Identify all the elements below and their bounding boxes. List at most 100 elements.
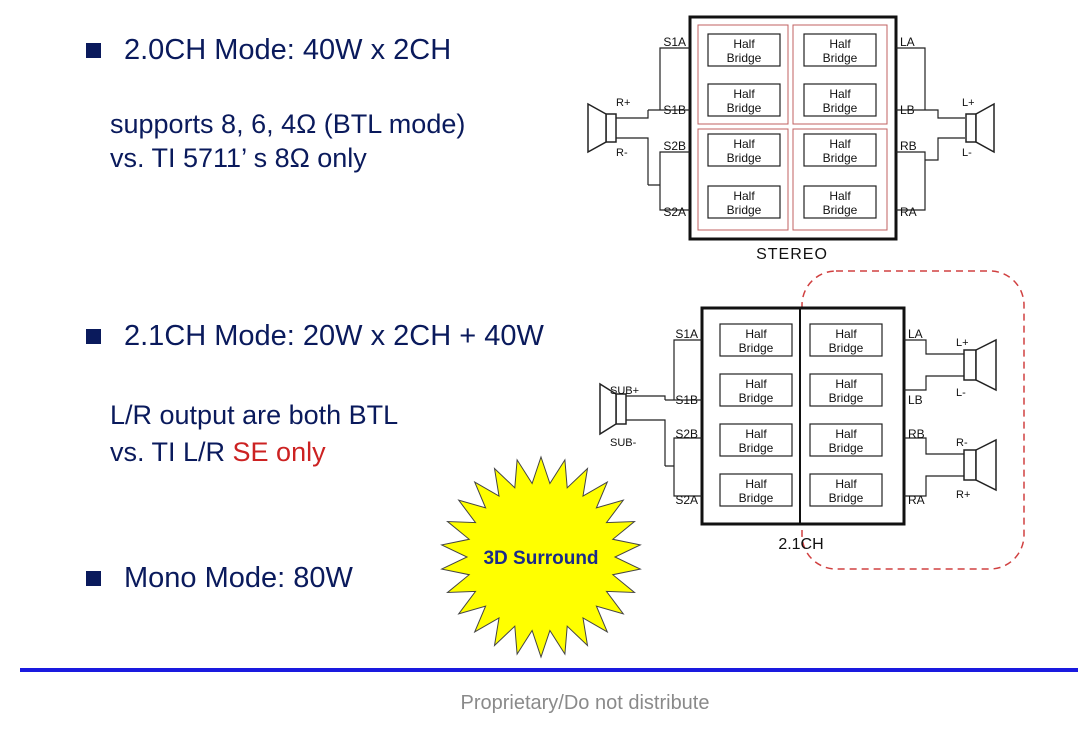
half-bridge-label-line2: Bridge (823, 151, 858, 165)
stereo-left-wiring (648, 47, 690, 211)
terminal-label: R- (956, 437, 968, 449)
pin-label: S2B (675, 427, 698, 441)
half-bridge-label-line2: Bridge (727, 51, 762, 65)
bullet-title: 2.1CH Mode: 20W x 2CH + 40W (124, 320, 544, 352)
stereo-group-outline (792, 128, 888, 231)
footer-divider (20, 668, 1078, 672)
half-bridge-label-line2: Bridge (823, 51, 858, 65)
half-bridge-label-line2: Bridge (727, 101, 762, 115)
pin-label: RA (908, 493, 925, 507)
pin-label: LB (900, 103, 915, 117)
half-bridge-label-line1: Half (829, 137, 851, 151)
terminal-label: SUB+ (610, 385, 639, 397)
bullet-square-icon (86, 43, 101, 58)
half-bridge-label-line1: Half (733, 189, 755, 203)
half-bridge-label-line2: Bridge (727, 151, 762, 165)
pin-label: S1B (675, 393, 698, 407)
half-bridge-label-line2: Bridge (829, 441, 864, 455)
half-bridge-label-line2: Bridge (829, 491, 864, 505)
pin-label: S1B (663, 103, 686, 117)
mode-20-line2: vs. TI 5711’ s 8Ω only (110, 143, 367, 173)
half-bridge-label-line1: Half (829, 37, 851, 51)
bullet-21ch-mode: 2.1CH Mode: 20W x 2CH + 40W (86, 320, 544, 353)
half-bridge-label-line1: Half (745, 377, 767, 391)
half-bridge-label-line1: Half (835, 427, 857, 441)
stereo-group-outline (697, 24, 789, 125)
ch21-sub-speaker-wiring (626, 395, 666, 466)
ch21-caption: 2.1CH (778, 536, 823, 553)
terminal-label: R+ (956, 489, 970, 501)
starburst-label: 3D Surround (483, 548, 598, 569)
half-bridge-label-line2: Bridge (829, 391, 864, 405)
half-bridge-label-line1: Half (733, 137, 755, 151)
half-bridge-label-line1: Half (829, 189, 851, 203)
mode-21-line2-prefix: vs. TI L/R (110, 437, 233, 467)
mode-21-line2: vs. TI L/R SE only (110, 434, 326, 470)
terminal-label: SUB- (610, 437, 637, 449)
se-only-highlight: SE only (232, 437, 326, 467)
pin-label: S2A (675, 493, 698, 507)
terminal-label: R- (616, 147, 628, 159)
pin-label: LA (900, 35, 915, 49)
half-bridge-label-line2: Bridge (739, 391, 774, 405)
bullet-title: 2.0CH Mode: 40W x 2CH (124, 34, 452, 66)
ch21-left-wiring (665, 339, 702, 497)
sub-speaker-icon (599, 382, 627, 436)
bullet-title: Mono Mode: 80W (124, 562, 353, 594)
half-bridge-label-line1: Half (733, 87, 755, 101)
pin-label: RB (908, 427, 925, 441)
footer-notice: Proprietary/Do not distribute (460, 692, 710, 714)
speaker-left-channel-icon (963, 338, 997, 392)
ch21-right-wiring (904, 339, 964, 497)
half-bridge-label-line1: Half (745, 327, 767, 341)
dashed-highlight-outline (801, 270, 1025, 570)
ch21-diagram: HalfBridgeHalfBridgeHalfBridgeHalfBridge… (599, 270, 1025, 570)
bullet-2ch-mode: 2.0CH Mode: 40W x 2CH (86, 34, 451, 67)
half-bridge-label-line1: Half (733, 37, 755, 51)
pin-label: S1A (663, 35, 686, 49)
stereo-group-outline (697, 128, 789, 231)
stereo-caption: STEREO (756, 246, 828, 263)
half-bridge-label-line1: Half (829, 87, 851, 101)
stereo-right-wiring (896, 47, 965, 211)
speaker-left-icon (587, 102, 617, 154)
terminal-label: L+ (956, 337, 969, 349)
half-bridge-label-line2: Bridge (739, 441, 774, 455)
half-bridge-label-line1: Half (835, 477, 857, 491)
half-bridge-label-line2: Bridge (823, 203, 858, 217)
bullet-square-icon (86, 571, 101, 586)
starburst-badge: 3D Surround (440, 455, 642, 659)
half-bridge-label-line1: Half (835, 327, 857, 341)
pin-label: RA (900, 205, 917, 219)
starburst-shape (440, 455, 642, 659)
pin-label: S2A (663, 205, 686, 219)
terminal-label: R+ (616, 97, 630, 109)
half-bridge-label-line2: Bridge (739, 491, 774, 505)
half-bridge-label-line2: Bridge (823, 101, 858, 115)
half-bridge-label-line2: Bridge (829, 341, 864, 355)
stereo-group-outline (792, 24, 888, 125)
half-bridge-label-line2: Bridge (739, 341, 774, 355)
terminal-label: L+ (962, 97, 975, 109)
terminal-label: L- (962, 147, 972, 159)
pin-label: S1A (675, 327, 698, 341)
half-bridge-label-line2: Bridge (727, 203, 762, 217)
stereo-diagram: HalfBridgeHalfBridgeHalfBridgeHalfBridge… (587, 15, 995, 263)
stereo-left-speaker-wiring (616, 110, 649, 185)
pin-label: LB (908, 393, 923, 407)
half-bridge-label-line1: Half (745, 477, 767, 491)
